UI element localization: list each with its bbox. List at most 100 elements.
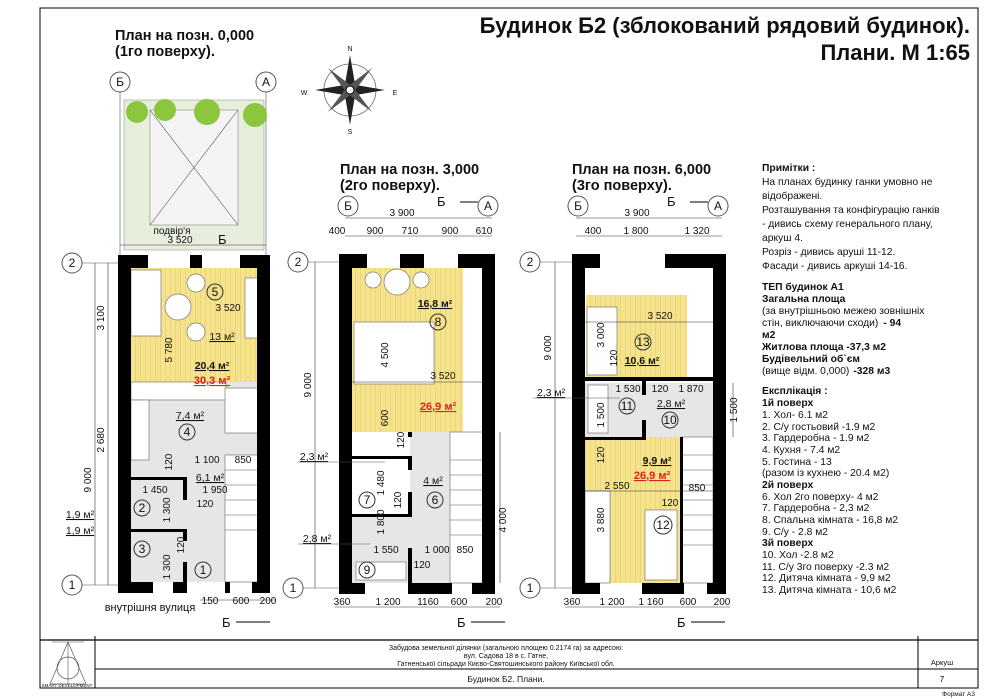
total-area-label: 26,9 м² — [420, 401, 457, 413]
explication-floor: 1й поверх — [762, 398, 814, 409]
explication-item: 13. Дитяча кімната - 10,6 м2 — [762, 585, 897, 596]
area-label: 9,9 м² — [643, 455, 672, 467]
compass-rose-icon: N S E W — [301, 46, 398, 136]
dim: 120 — [414, 560, 431, 571]
dim: 2 680 — [96, 427, 107, 452]
room-number: 2 — [139, 501, 146, 515]
title-block: SMART DEVELOPMENT Забудова земельної діл… — [40, 636, 978, 698]
dim: 200 — [260, 596, 277, 607]
dim: 5 780 — [164, 337, 175, 362]
compass-s: S — [348, 129, 353, 136]
tep-total-line: стін, виключаючи сходи)- 94 — [762, 318, 901, 329]
tep-volume-label: Будівельний об`єм — [762, 353, 860, 365]
dim: 3 880 — [596, 507, 607, 532]
dim: 1 100 — [194, 455, 219, 466]
explication-heading: Експлікація : — [762, 386, 828, 397]
note-line: відображені. — [762, 190, 822, 202]
dim: 1 550 — [373, 545, 398, 556]
dim: 600 — [380, 409, 391, 426]
dim: 400 — [329, 226, 346, 237]
area-label: 2,3 м² — [300, 451, 329, 463]
dim: 1 530 — [615, 384, 640, 395]
dim: 3 000 — [596, 322, 607, 347]
plan-second-floor: План на позн. 3,000 (2го поверху). Б А Б… — [282, 162, 509, 630]
note-line: - дивись схему генерального плану, — [762, 219, 933, 230]
explication-item: 9. С/у - 2.8 м2 — [762, 527, 828, 538]
dim: 200 — [486, 597, 503, 608]
dim: 3 520 — [167, 235, 192, 246]
dim: 9 000 — [303, 372, 314, 397]
logo-text: SMART DEVELOPMENT — [42, 683, 93, 688]
total-area-label: 26,9 м² — [634, 470, 671, 482]
notes-heading: Примітки : — [762, 163, 815, 174]
dim: 120 — [396, 431, 407, 448]
explication-floor: 2й поверх — [762, 480, 814, 491]
dim: 4 500 — [380, 342, 391, 367]
explication-item: 4. Кухня - 7.4 м2 — [762, 445, 840, 456]
dim: 610 — [476, 226, 493, 237]
section-mark: Б — [667, 194, 676, 209]
tep-volume-line: (вище відм. 0,000)-328 м3 — [762, 366, 890, 377]
sheet-name: Будинок Б2. Плани. — [467, 674, 544, 684]
area-label: 2,8 м² — [303, 533, 332, 545]
axis-1: 1 — [69, 578, 76, 592]
section-mark: Б — [222, 615, 231, 630]
address-line: Забудова земельної ділянки (загальною пл… — [389, 644, 623, 652]
axis-2: 2 — [295, 255, 302, 269]
explication-item: 12. Дитяча кімната - 9,9 м2 — [762, 573, 891, 584]
dim: 600 — [233, 596, 250, 607]
note-line: аркуш 4. — [762, 233, 803, 244]
note-line: На планах будинку ганки умовно не — [762, 176, 933, 188]
tep-total-value: - 94 — [883, 318, 901, 329]
axis-b: Б — [116, 75, 124, 89]
plan-ground-floor: План на позн. 0,000 (1го поверху). Б А п… — [61, 28, 277, 630]
tep-note: (за внутрішньою межею зовнішніх — [762, 306, 925, 317]
dim: 120 — [393, 491, 404, 508]
dim: 3 900 — [389, 208, 414, 219]
paper-format: Формат А3 — [942, 691, 975, 698]
dim: 3 520 — [647, 311, 672, 322]
axis-1: 1 — [290, 581, 297, 595]
dim: 850 — [457, 545, 474, 556]
dim: 1 450 — [142, 485, 167, 496]
dim: 1 800 — [623, 226, 648, 237]
area-label: 6,1 м² — [196, 472, 225, 484]
room-number: 10 — [663, 413, 677, 427]
axis-2: 2 — [69, 256, 76, 270]
dim: 900 — [367, 226, 384, 237]
dim: 1 480 — [376, 470, 387, 495]
room-number: 8 — [435, 315, 442, 329]
explication-item: 7. Гардеробна - 2,3 м2 — [762, 502, 870, 514]
smart-development-logo: SMART DEVELOPMENT — [42, 641, 93, 688]
axis-b: Б — [574, 199, 582, 213]
axis-a: А — [262, 75, 270, 89]
dim: 1 300 — [162, 554, 173, 579]
total-area-label: 30,3 м² — [194, 375, 231, 387]
dim: 120 — [197, 499, 214, 510]
dim: 1 500 — [729, 397, 740, 422]
area-label: 7,4 м² — [176, 410, 205, 422]
section-mark: Б — [437, 194, 446, 209]
area-label: 16,8 м² — [418, 298, 453, 310]
note-line: Розріз - дивись аруші 11-12. — [762, 247, 895, 258]
dim: 3 900 — [624, 208, 649, 219]
room-number: 13 — [636, 335, 650, 349]
dim: 9 000 — [83, 467, 94, 492]
dim: 1 800 — [376, 509, 387, 534]
area-label: 4 м² — [423, 475, 443, 487]
axis-2: 2 — [527, 255, 534, 269]
dim: 1 870 — [678, 384, 703, 395]
sheet-title: Будинок Б2 (зблокований рядовий будинок)… — [480, 13, 970, 38]
room-number: 12 — [656, 518, 670, 532]
dim: 1 200 — [599, 597, 624, 608]
tep-living-area: Житлова площа -37,3 м2 — [761, 342, 886, 353]
explication-floor: 3й поверх — [762, 538, 814, 549]
room-number: 1 — [200, 563, 207, 577]
compass-w: W — [301, 90, 308, 97]
area-label: 2,8 м² — [657, 398, 686, 410]
area-label: 13 м² — [209, 331, 235, 343]
explication-item: (разом із кухнею - 20.4 м2) — [762, 468, 889, 479]
tep-heading: ТЕП будинок А1 — [762, 281, 844, 293]
section-mark: Б — [677, 615, 686, 630]
